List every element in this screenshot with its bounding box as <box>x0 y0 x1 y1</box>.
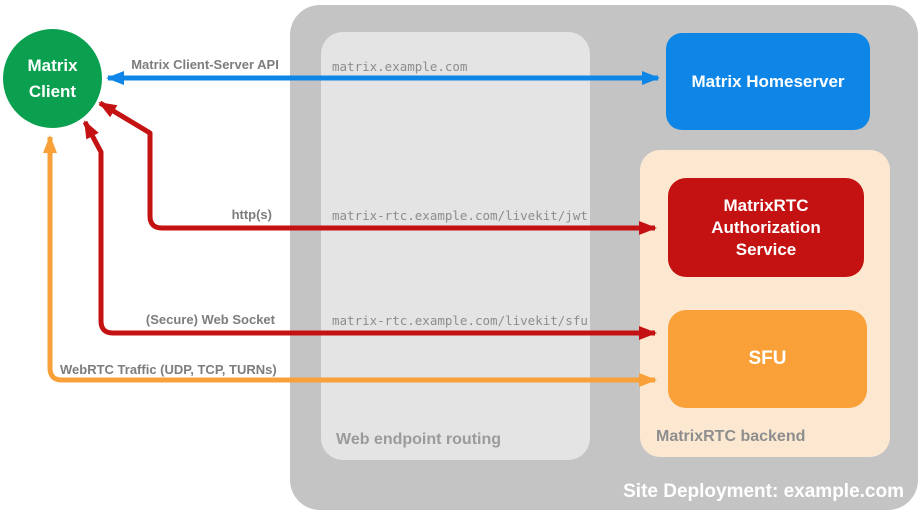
sfu-label: SFU <box>748 348 787 369</box>
web-endpoint-routing-label: Web endpoint routing <box>336 431 502 448</box>
sfu-node: SFU <box>668 310 867 408</box>
endpoint-livekit-sfu: matrix-rtc.example.com/livekit/sfu <box>332 313 588 328</box>
matrixrtc-backend-label: MatrixRTC backend <box>656 428 806 445</box>
matrix-homeserver-node: Matrix Homeserver <box>666 33 870 130</box>
https-label: http(s) <box>231 207 272 222</box>
endpoint-livekit-jwt: matrix-rtc.example.com/livekit/jwt <box>332 208 588 223</box>
webrtc-traffic-label: WebRTC Traffic (UDP, TCP, TURNs) <box>60 362 277 377</box>
matrixrtc-auth-service-node: MatrixRTC Authorization Service <box>668 178 864 277</box>
client-server-api-label: Matrix Client-Server API <box>131 57 279 72</box>
web-endpoint-routing-box: Web endpoint routing <box>321 32 590 460</box>
matrixrtc-auth-service-label: MatrixRTC Authorization Service <box>711 195 821 259</box>
matrix-client-node: Matrix Client <box>3 29 102 128</box>
endpoint-matrix-example: matrix.example.com <box>332 59 468 74</box>
matrix-homeserver-label: Matrix Homeserver <box>691 71 845 91</box>
websocket-label: (Secure) Web Socket <box>145 312 275 327</box>
matrix-client-label: Matrix Client <box>27 55 78 101</box>
site-deployment-label: Site Deployment: example.com <box>623 481 904 502</box>
